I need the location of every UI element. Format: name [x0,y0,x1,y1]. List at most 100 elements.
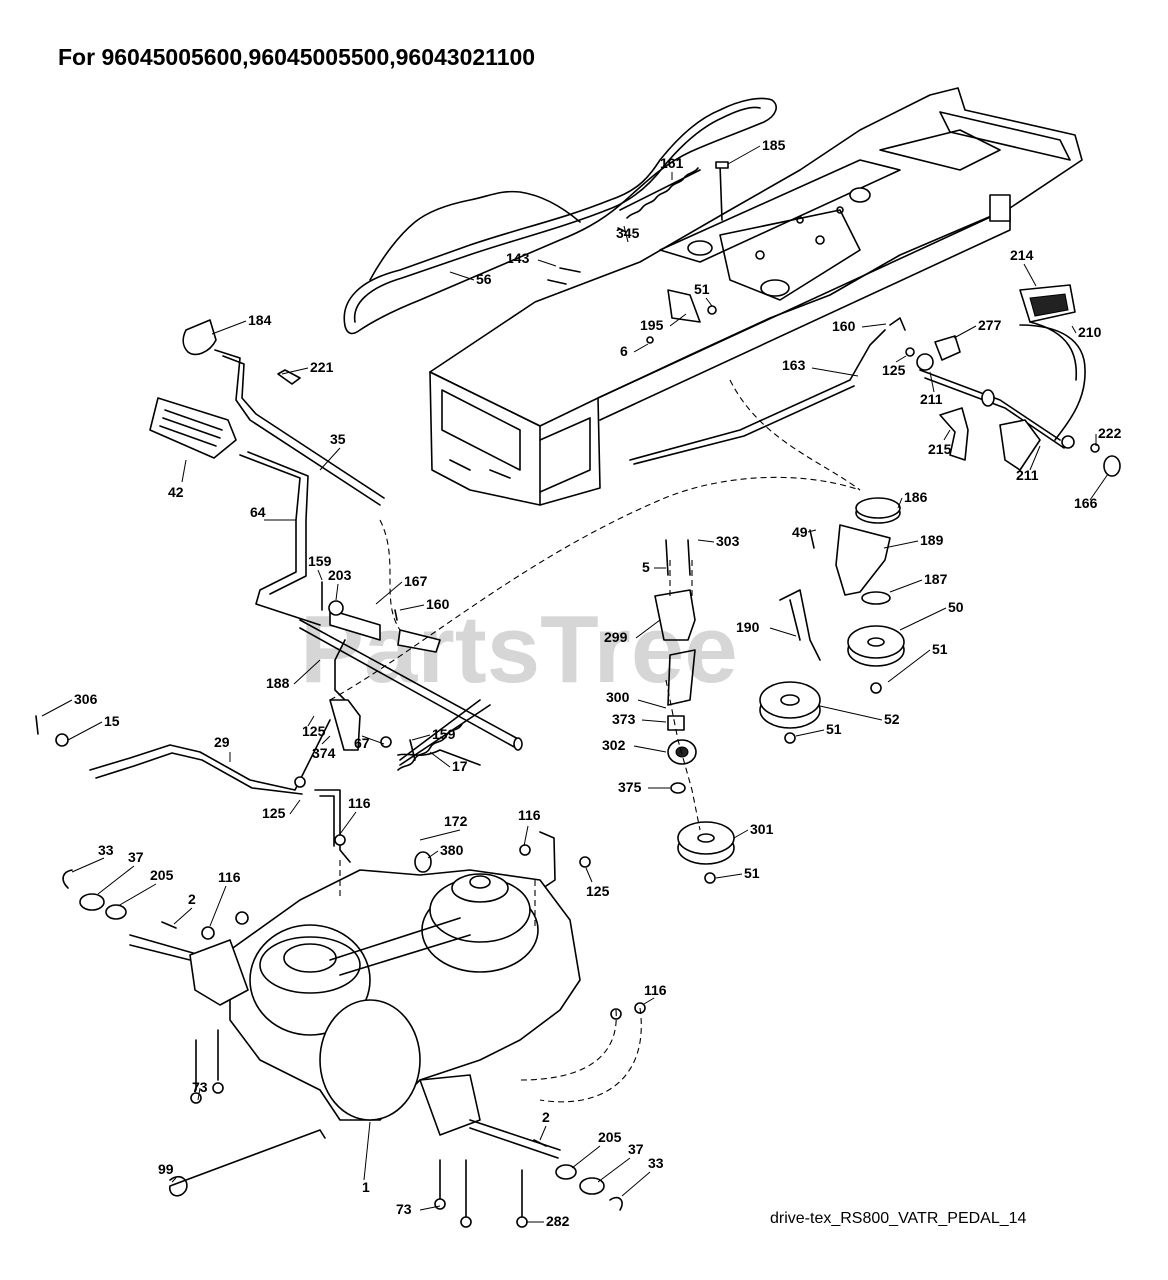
leader-line [171,1177,177,1183]
part-label-187: 187 [924,571,948,587]
part-label-37: 37 [628,1141,644,1157]
part-label-33: 33 [648,1155,664,1171]
part-label-1: 1 [362,1179,370,1195]
leader-line [67,721,103,741]
leader-line [427,850,439,859]
diagram-title: For 96045005600,96045005500,96043021100 [58,44,536,70]
part-label-51: 51 [694,281,710,297]
part-label-160: 160 [832,318,856,334]
part-label-211: 211 [920,391,943,407]
leader-line [883,540,919,549]
part-label-51: 51 [826,721,842,737]
part-label-159: 159 [308,553,332,569]
part-label-51: 51 [744,865,760,881]
leader-line [889,579,923,593]
leader-line [697,539,715,543]
part-label-203: 203 [328,567,352,583]
leader-line [635,619,661,639]
transaxle [62,869,646,1228]
leader-line [1029,445,1041,471]
part-label-190: 190 [736,619,760,635]
leader-line [669,313,687,327]
part-label-116: 116 [518,807,541,823]
leader-line [181,459,187,483]
part-label-189: 189 [920,532,944,548]
part-label-51: 51 [932,641,948,657]
part-label-2: 2 [188,891,196,907]
leader-line [307,715,315,727]
part-label-17: 17 [452,758,468,774]
leader-line [319,447,341,471]
part-label-185: 185 [762,137,786,153]
leader-line [211,320,247,335]
leader-line [281,367,309,375]
part-label-5: 5 [642,559,650,575]
leader-line [411,734,431,741]
leader-line [361,735,385,745]
part-label-125: 125 [302,723,326,739]
part-label-143: 143 [506,250,530,266]
leader-line [71,857,105,873]
leader-line [861,323,887,328]
leader-line [807,529,817,533]
part-label-166: 166 [1074,495,1098,511]
leader-line [317,569,323,581]
part-label-375: 375 [618,779,642,795]
part-label-211: 211 [1016,467,1039,483]
leader-line [419,829,461,841]
leader-line [363,1121,371,1181]
leader-line [887,649,931,683]
leader-line [895,355,907,363]
part-label-195: 195 [640,317,664,333]
leader-line [197,1087,201,1101]
part-label-282: 282 [546,1213,570,1229]
leader-line [449,271,475,281]
watermark: PartsTree [300,596,738,703]
leader-line [623,225,629,243]
part-label-188: 188 [266,675,290,691]
leader-line [293,659,321,685]
leader-line [621,1171,651,1197]
pedal-shaft-assembly [629,284,1121,477]
part-label-50: 50 [948,599,964,615]
part-label-52: 52 [884,711,900,727]
leader-line [769,627,797,637]
leader-line [209,885,227,927]
part-label-64: 64 [250,504,266,520]
part-label-73: 73 [192,1079,208,1095]
part-label-374: 374 [312,745,336,761]
leader-line [597,1157,631,1183]
leader-line [705,297,713,307]
leader-line [1023,263,1037,287]
leader-line [419,1205,441,1211]
part-label-300: 300 [606,689,630,705]
leader-line [429,751,451,768]
part-label-42: 42 [168,484,184,500]
part-label-67: 67 [354,735,370,751]
leader-line [1071,325,1077,334]
leader-line [733,829,749,839]
part-label-299: 299 [604,629,628,645]
part-label-159: 159 [432,726,456,742]
part-label-73: 73 [396,1201,412,1217]
part-label-160: 160 [426,596,450,612]
part-label-345: 345 [616,225,640,241]
part-label-301: 301 [750,821,774,837]
part-label-6: 6 [620,343,628,359]
part-label-35: 35 [330,431,346,447]
leader-line [637,699,667,709]
part-label-210: 210 [1078,324,1102,340]
leader-line [929,371,935,393]
leader-line [633,745,667,753]
part-label-373: 373 [612,711,636,727]
chassis-frame [429,87,1083,506]
leader-line [943,429,951,441]
part-label-116: 116 [644,982,667,998]
part-label-37: 37 [128,849,144,865]
part-label-186: 186 [904,489,928,505]
part-label-215: 215 [928,441,952,457]
leader-line [571,1145,601,1169]
leader-line [897,497,903,509]
part-label-205: 205 [150,867,174,883]
